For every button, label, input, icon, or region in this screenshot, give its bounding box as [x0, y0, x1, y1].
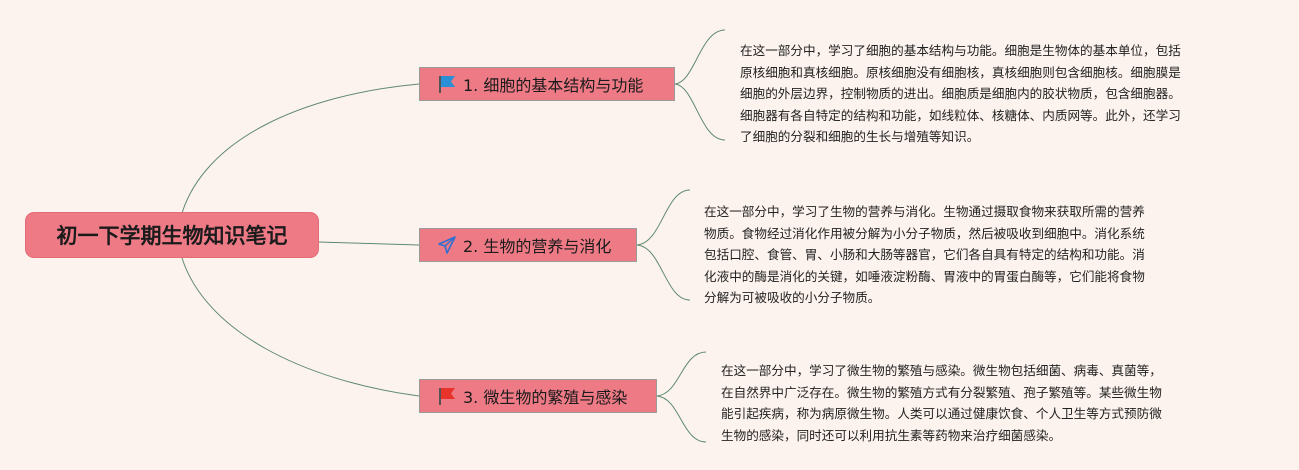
- note-line: 在这一部分中，学习了微生物的繁殖与感染。微生物包括细菌、病毒、真菌等，: [721, 363, 1162, 378]
- root-topic[interactable]: 初一下学期生物知识笔记: [26, 213, 318, 257]
- topic-1-note: 在这一部分中，学习了细胞的基本结构与功能。细胞是生物体的基本单位，包括 原核细胞…: [740, 40, 1181, 148]
- root-to-topic-1-line: [181, 83, 420, 214]
- topic-2-note-bracket: [636, 189, 691, 246]
- topic-2-note-bracket: [636, 244, 691, 301]
- topic-1-note-bracket: [674, 83, 726, 141]
- note-line: 包括口腔、食管、胃、小肠和大肠等器官，它们各自具有特定的结构和功能。消: [704, 247, 1145, 262]
- note-line: 物质。食物经过消化作用被分解为小分子物质，然后被吸收到细胞中。消化系统: [704, 225, 1145, 241]
- note-line: 细胞器有各自特定的结构和功能，如线粒体、核糖体、内质网等。此外，还学习: [740, 107, 1181, 123]
- note-line: 分解为可被吸收的小分子物质。: [704, 290, 881, 305]
- topic-microbe-infection[interactable]: 3. 微生物的繁殖与感染: [419, 379, 657, 413]
- topic-3-note-bracket: [656, 351, 707, 397]
- topic-label: 2. 生物的营养与消化: [463, 237, 612, 256]
- note-line: 化液中的酶是消化的关键，如唾液淀粉酶、胃液中的胃蛋白酶等，它们能将食物: [704, 268, 1145, 284]
- note-line: 细胞的外层边界，控制物质的进出。细胞质是细胞内的胶状物质，包含细胞器。: [740, 86, 1181, 101]
- topic-label: 3. 微生物的繁殖与感染: [463, 388, 628, 407]
- paper-plane-icon: [438, 236, 456, 254]
- root-to-topic-2-line: [317, 241, 420, 246]
- note-line: 在这一部分中，学习了生物的营养与消化。生物通过摄取食物来获取所需的营养: [704, 204, 1145, 219]
- topic-nutrition-digestion[interactable]: 2. 生物的营养与消化: [419, 228, 637, 262]
- note-line: 原核细胞和真核细胞。原核细胞没有细胞核，真核细胞则包含细胞核。细胞膜是: [740, 64, 1181, 80]
- root-title: 初一下学期生物知识笔记: [56, 224, 288, 248]
- topic-2-note: 在这一部分中，学习了生物的营养与消化。生物通过摄取食物来获取所需的营养 物质。食…: [704, 201, 1145, 309]
- note-line: 在自然界中广泛存在。微生物的繁殖方式有分裂繁殖、孢子繁殖等。某些微生物: [721, 384, 1162, 400]
- note-line: 能引起疾病，称为病原微生物。人类可以通过健康饮食、个人卫生等方式预防微: [721, 406, 1162, 421]
- topic-3-note: 在这一部分中，学习了微生物的繁殖与感染。微生物包括细菌、病毒、真菌等， 在自然界…: [721, 360, 1162, 446]
- topic-1-note-bracket: [674, 29, 726, 85]
- topic-label: 1. 细胞的基本结构与功能: [463, 76, 644, 95]
- topic-3-note-bracket: [656, 395, 707, 443]
- flag-red-icon: [439, 388, 455, 405]
- note-line: 在这一部分中，学习了细胞的基本结构与功能。细胞是生物体的基本单位，包括: [740, 43, 1181, 58]
- note-line: 生物的感染，同时还可以利用抗生素等药物来治疗细菌感染。: [721, 427, 1062, 443]
- root-to-topic-3-line: [181, 257, 420, 397]
- topic-cell-structure[interactable]: 1. 细胞的基本结构与功能: [419, 67, 675, 101]
- note-line: 了细胞的分裂和细胞的生长与增殖等知识。: [740, 129, 980, 144]
- flag-blue-icon: [439, 76, 455, 93]
